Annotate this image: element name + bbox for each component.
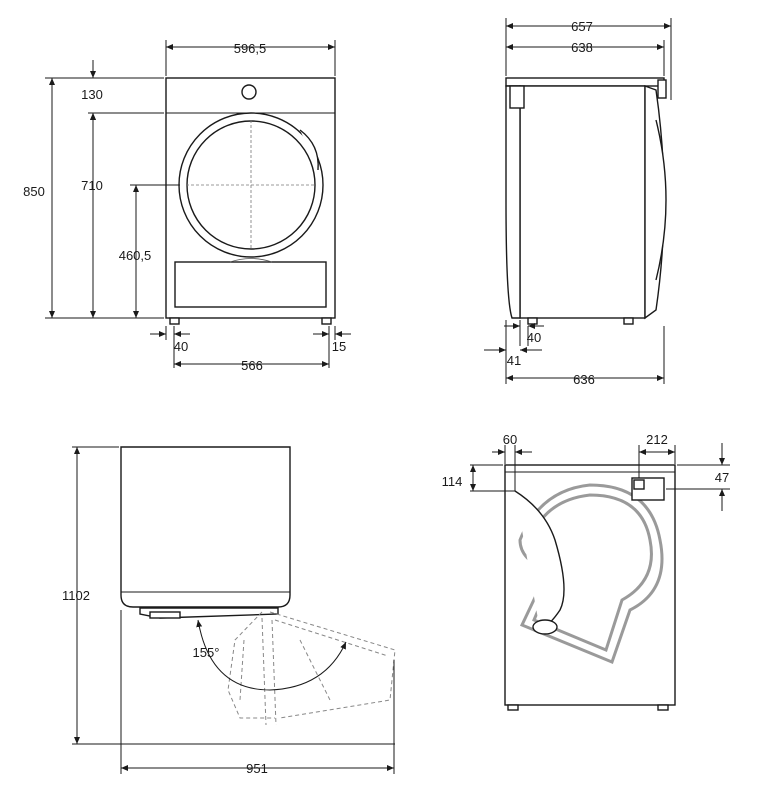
dim-hose-x: 60: [503, 432, 517, 447]
front-view: 596,5 850 130 710 460,5 40 15 566: [23, 40, 351, 373]
side-view: 657 638 40 41 636: [484, 18, 672, 387]
dim-door-angle: 155°: [193, 645, 220, 660]
dim-side-rear: 41: [507, 353, 521, 368]
dim-door-center-height: 460,5: [119, 248, 152, 263]
dim-foot-span: 566: [241, 358, 263, 373]
top-view: 155° 1102 951: [62, 446, 396, 776]
dim-outlet-x: 212: [646, 432, 668, 447]
dim-front-height: 850: [23, 184, 45, 199]
dim-side-depth-body: 638: [571, 40, 593, 55]
dim-foot-right: 15: [332, 339, 346, 354]
dim-side-foot: 40: [527, 330, 541, 345]
control-knob-icon: [241, 84, 257, 100]
dim-foot-left: 40: [174, 339, 188, 354]
dim-door-top-height: 710: [81, 178, 103, 193]
dim-side-depth-base: 636: [573, 372, 595, 387]
dim-hose-y: 114: [442, 474, 463, 489]
dim-top-panel: 130: [81, 87, 103, 102]
dim-side-depth-total: 657: [571, 19, 593, 34]
rear-view: 60 114 212 47: [442, 432, 730, 711]
dim-outlet-y: 47: [715, 470, 729, 485]
dim-height-door-open: 1102: [62, 588, 90, 603]
dim-front-width: 596,5: [234, 41, 267, 56]
dim-width-door-open: 951: [246, 761, 268, 776]
